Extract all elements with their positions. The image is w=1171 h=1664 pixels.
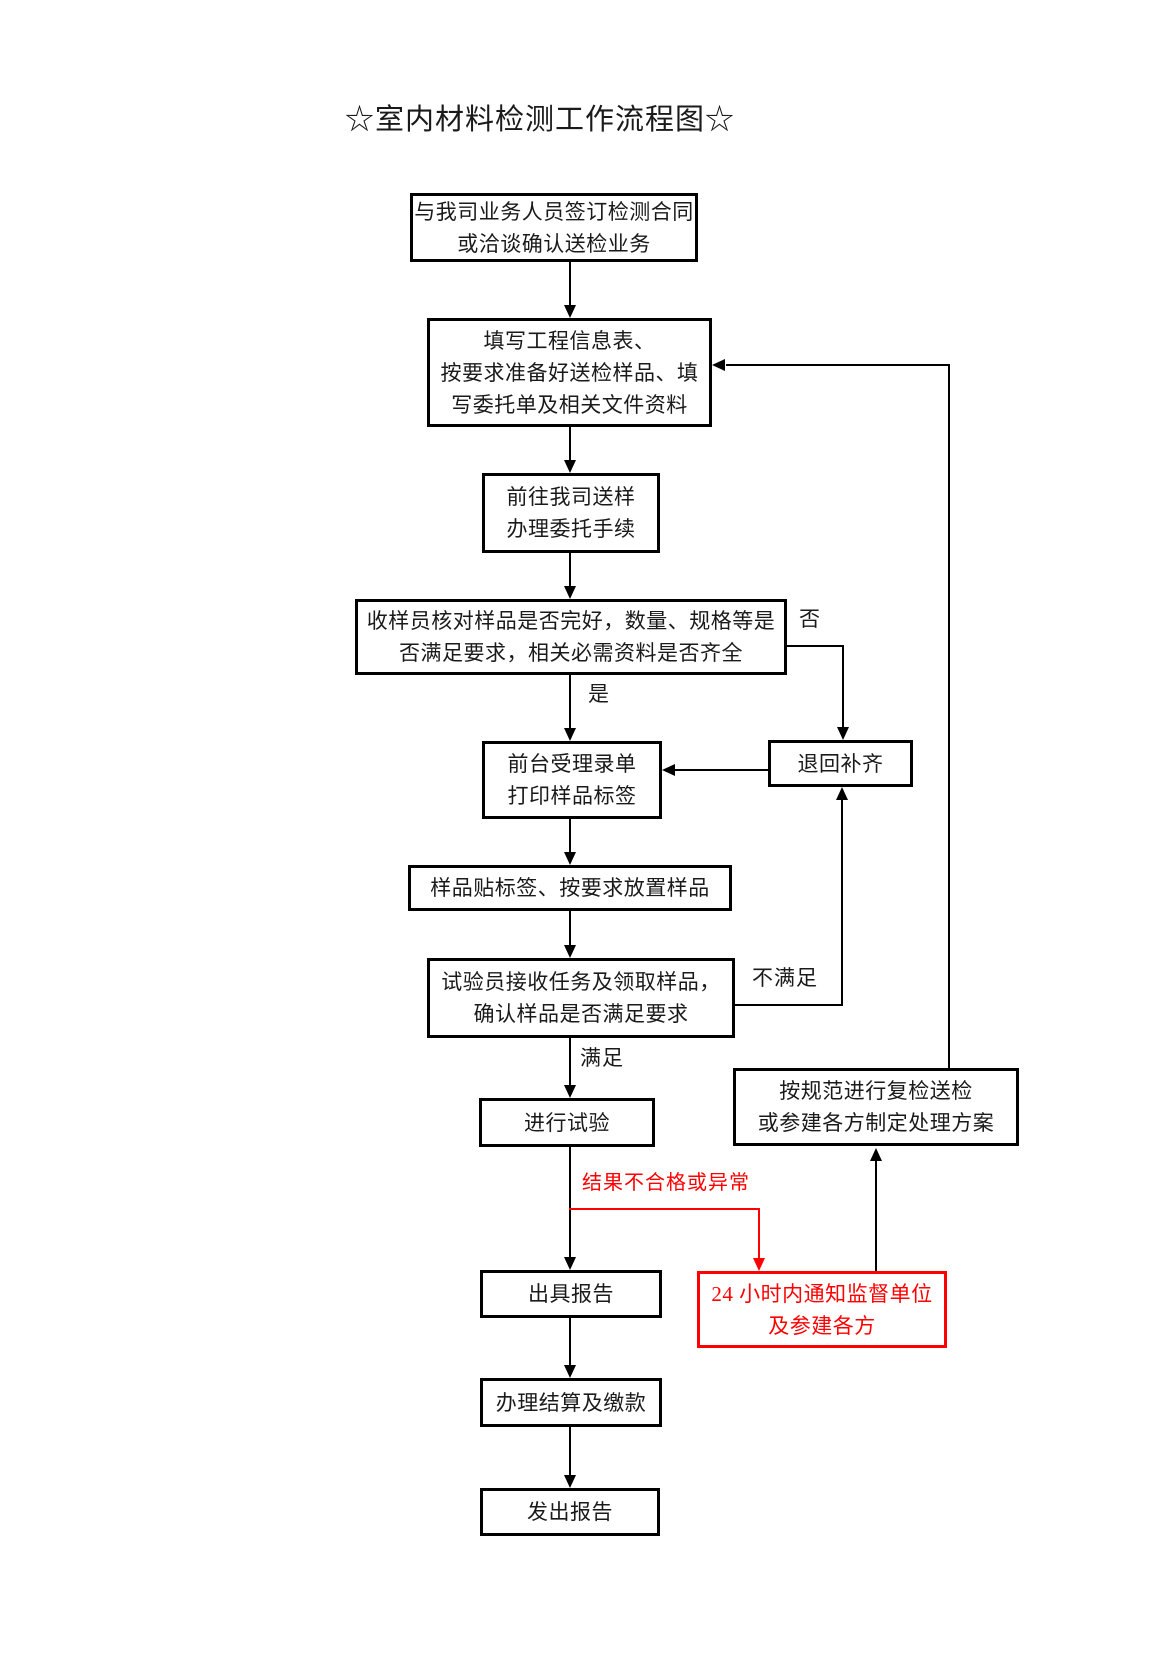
connector-recheck-fill-v [948,364,950,1068]
diagram-title: ☆室内材料检测工作流程图☆ [344,104,735,136]
node-text: 及参建各方 [768,1313,876,1338]
arrowhead-settle-send [564,1475,576,1488]
node-return-supplement: 退回补齐 [768,740,913,787]
connector-stick-tester [569,911,571,945]
node-text: 与我司业务人员签订检测合同 [414,199,694,224]
edge-label-no: 否 [799,607,821,631]
node-text: 按规范进行复检送检 [779,1079,973,1103]
arrowhead-tester-test [564,1085,576,1098]
node-text: 试验员接收任务及领取样品， [441,970,721,994]
arrowhead-test-report [564,1257,576,1270]
node-text: 发出报告 [527,1500,613,1524]
arrowhead-frontdesk-stick [564,852,576,865]
node-text: 或洽谈确认送检业务 [457,231,651,256]
node-tester-receive: 试验员接收任务及领取样品， 确认样品是否满足要求 [427,958,735,1038]
node-recheck-plan: 按规范进行复检送检 或参建各方制定处理方案 [733,1068,1019,1146]
node-run-test: 进行试验 [479,1098,655,1147]
arrowhead-sign-fill [564,305,576,318]
node-settle-payment: 办理结算及缴款 [480,1378,662,1427]
connector-frontdesk-stick [569,819,571,852]
arrowhead-check-frontdesk [564,728,576,741]
node-text: 或参建各方制定处理方案 [757,1111,995,1135]
arrowhead-recheck-fill [712,359,725,371]
connector-tester-notsat-v [841,799,843,1006]
connector-notify-recheck [875,1160,877,1271]
node-receiver-check: 收样员核对样品是否完好，数量、规格等是 否满足要求，相关必需资料是否齐全 [355,599,787,675]
connector-deliver-check [569,553,571,586]
node-text: 办理结算及缴款 [495,1390,647,1415]
connector-test-report [569,1147,571,1257]
arrowhead-fill-deliver [564,460,576,473]
node-issue-report: 出具报告 [480,1270,662,1318]
node-send-report: 发出报告 [480,1488,660,1536]
connector-abnormal-h [569,1208,760,1210]
node-text: 按要求准备好送检样品、填 [440,360,699,385]
edge-label-yes: 是 [588,682,610,706]
arrowhead-return-frontdesk [662,764,675,776]
connector-fill-deliver [569,427,571,460]
node-text: 进行试验 [524,1110,610,1135]
connector-check-no-v [842,645,844,729]
node-text: 前往我司送样 [506,485,636,509]
node-text: 出具报告 [528,1282,614,1306]
node-fill-info-form: 填写工程信息表、 按要求准备好送检样品、填 写委托单及相关文件资料 [427,318,712,427]
edge-label-satisfied: 满足 [580,1046,624,1070]
node-notify-24h: 24 小时内通知监督单位 及参建各方 [697,1271,947,1348]
node-text: 确认样品是否满足要求 [473,1002,689,1026]
connector-tester-test-satisfied [569,1038,571,1085]
connector-check-frontdesk-yes [569,675,571,728]
node-stick-label: 样品贴标签、按要求放置样品 [408,865,732,911]
node-text: 收样员核对样品是否完好，数量、规格等是 [366,609,776,633]
arrowhead-notify-recheck [870,1148,882,1161]
node-text: 前台受理录单 [507,752,637,776]
arrowhead-report-settle [564,1365,576,1378]
arrowhead-abnormal-notify [753,1258,765,1271]
edge-label-abnormal-result: 结果不合格或异常 [582,1172,750,1194]
node-text: 样品贴标签、按要求放置样品 [430,876,710,900]
connector-report-settle [569,1318,571,1365]
node-frontdesk-entry: 前台受理录单 打印样品标签 [482,741,662,819]
arrowhead-deliver-check [564,586,576,599]
node-text: 办理委托手续 [506,517,636,541]
node-text: 退回补齐 [797,751,884,776]
connector-sign-fill [569,262,571,305]
connector-check-no-h [787,645,844,647]
connector-return-frontdesk [674,769,768,771]
node-text: 否满足要求，相关必需资料是否齐全 [399,641,743,665]
connector-settle-send [569,1427,571,1475]
arrowhead-no-return [837,727,849,740]
arrowhead-notsat-return [836,787,848,800]
connector-recheck-fill-h [726,364,950,366]
node-deliver-sample: 前往我司送样 办理委托手续 [482,473,660,553]
node-text: 填写工程信息表、 [483,328,656,353]
edge-label-not-satisfied: 不满足 [752,966,818,990]
node-text: 24 小时内通知监督单位 [711,1281,933,1306]
connector-abnormal-v [758,1208,760,1259]
connector-tester-notsat-h [735,1004,843,1006]
node-sign-contract: 与我司业务人员签订检测合同 或洽谈确认送检业务 [410,193,698,262]
node-text: 写委托单及相关文件资料 [451,392,688,417]
node-text: 打印样品标签 [507,784,637,808]
arrowhead-stick-tester [564,945,576,958]
